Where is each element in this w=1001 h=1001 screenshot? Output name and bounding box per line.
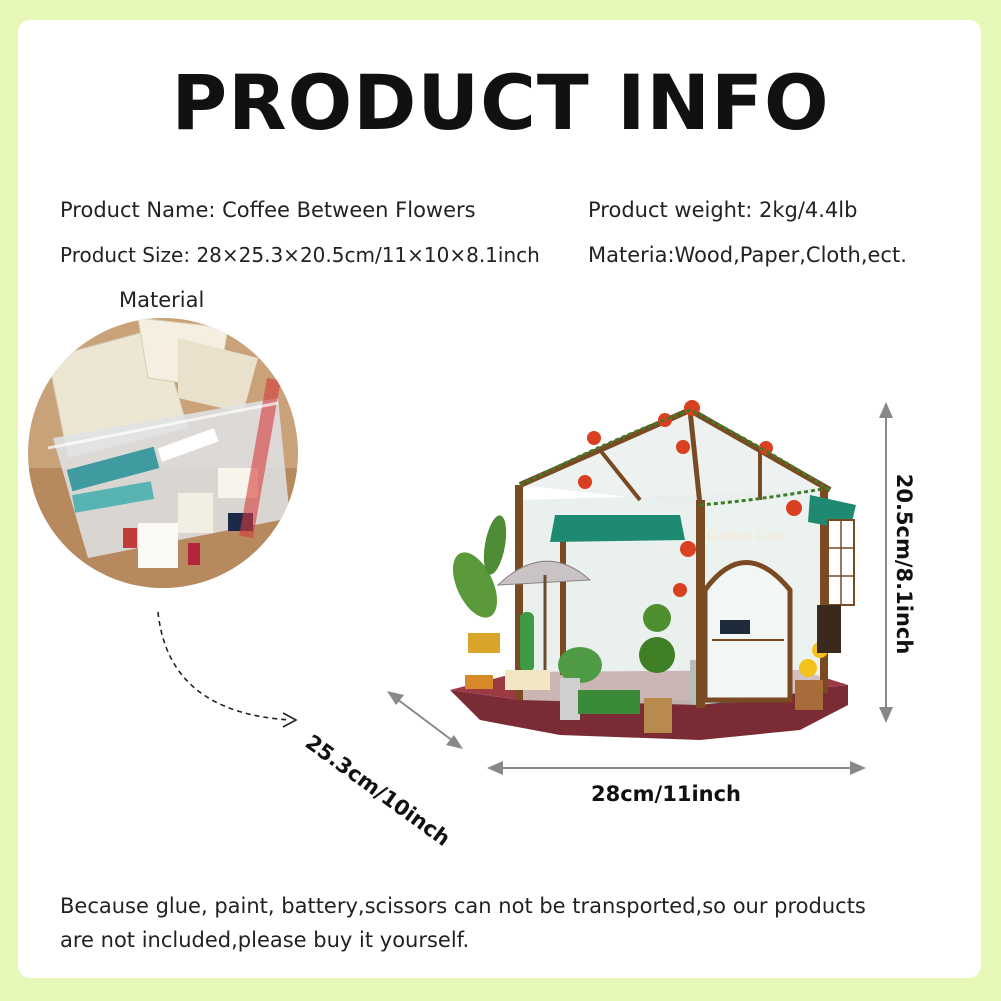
shipping-note-line2: are not included,please buy it yourself. [60, 928, 470, 952]
shipping-note: Because glue, paint, battery,scissors ca… [60, 889, 960, 957]
page-title: PRODUCT INFO [171, 58, 830, 147]
product-material: Materia:Wood,Paper,Cloth,ect. [588, 243, 907, 267]
product-name: Product Name: Coffee Between Flowers [60, 198, 476, 222]
height-label: 20.5cm/8.1inch [892, 473, 916, 655]
dashed-arrow [157, 611, 291, 721]
material-photo [28, 318, 298, 588]
cafe-sign: Garden Cafe [707, 529, 784, 543]
shipping-note-line1: Because glue, paint, battery,scissors ca… [60, 894, 866, 918]
garden-cafe-illustration: Garden Cafe [450, 400, 856, 740]
material-label: Material [119, 288, 205, 312]
height-arrow [879, 402, 893, 723]
width-arrow [487, 761, 866, 775]
depth-arrow [387, 691, 463, 749]
product-weight: Product weight: 2kg/4.4lb [588, 198, 858, 222]
width-label: 28cm/11inch [591, 782, 741, 806]
product-size: Product Size: 28×25.3×20.5cm/11×10×8.1in… [60, 243, 540, 267]
